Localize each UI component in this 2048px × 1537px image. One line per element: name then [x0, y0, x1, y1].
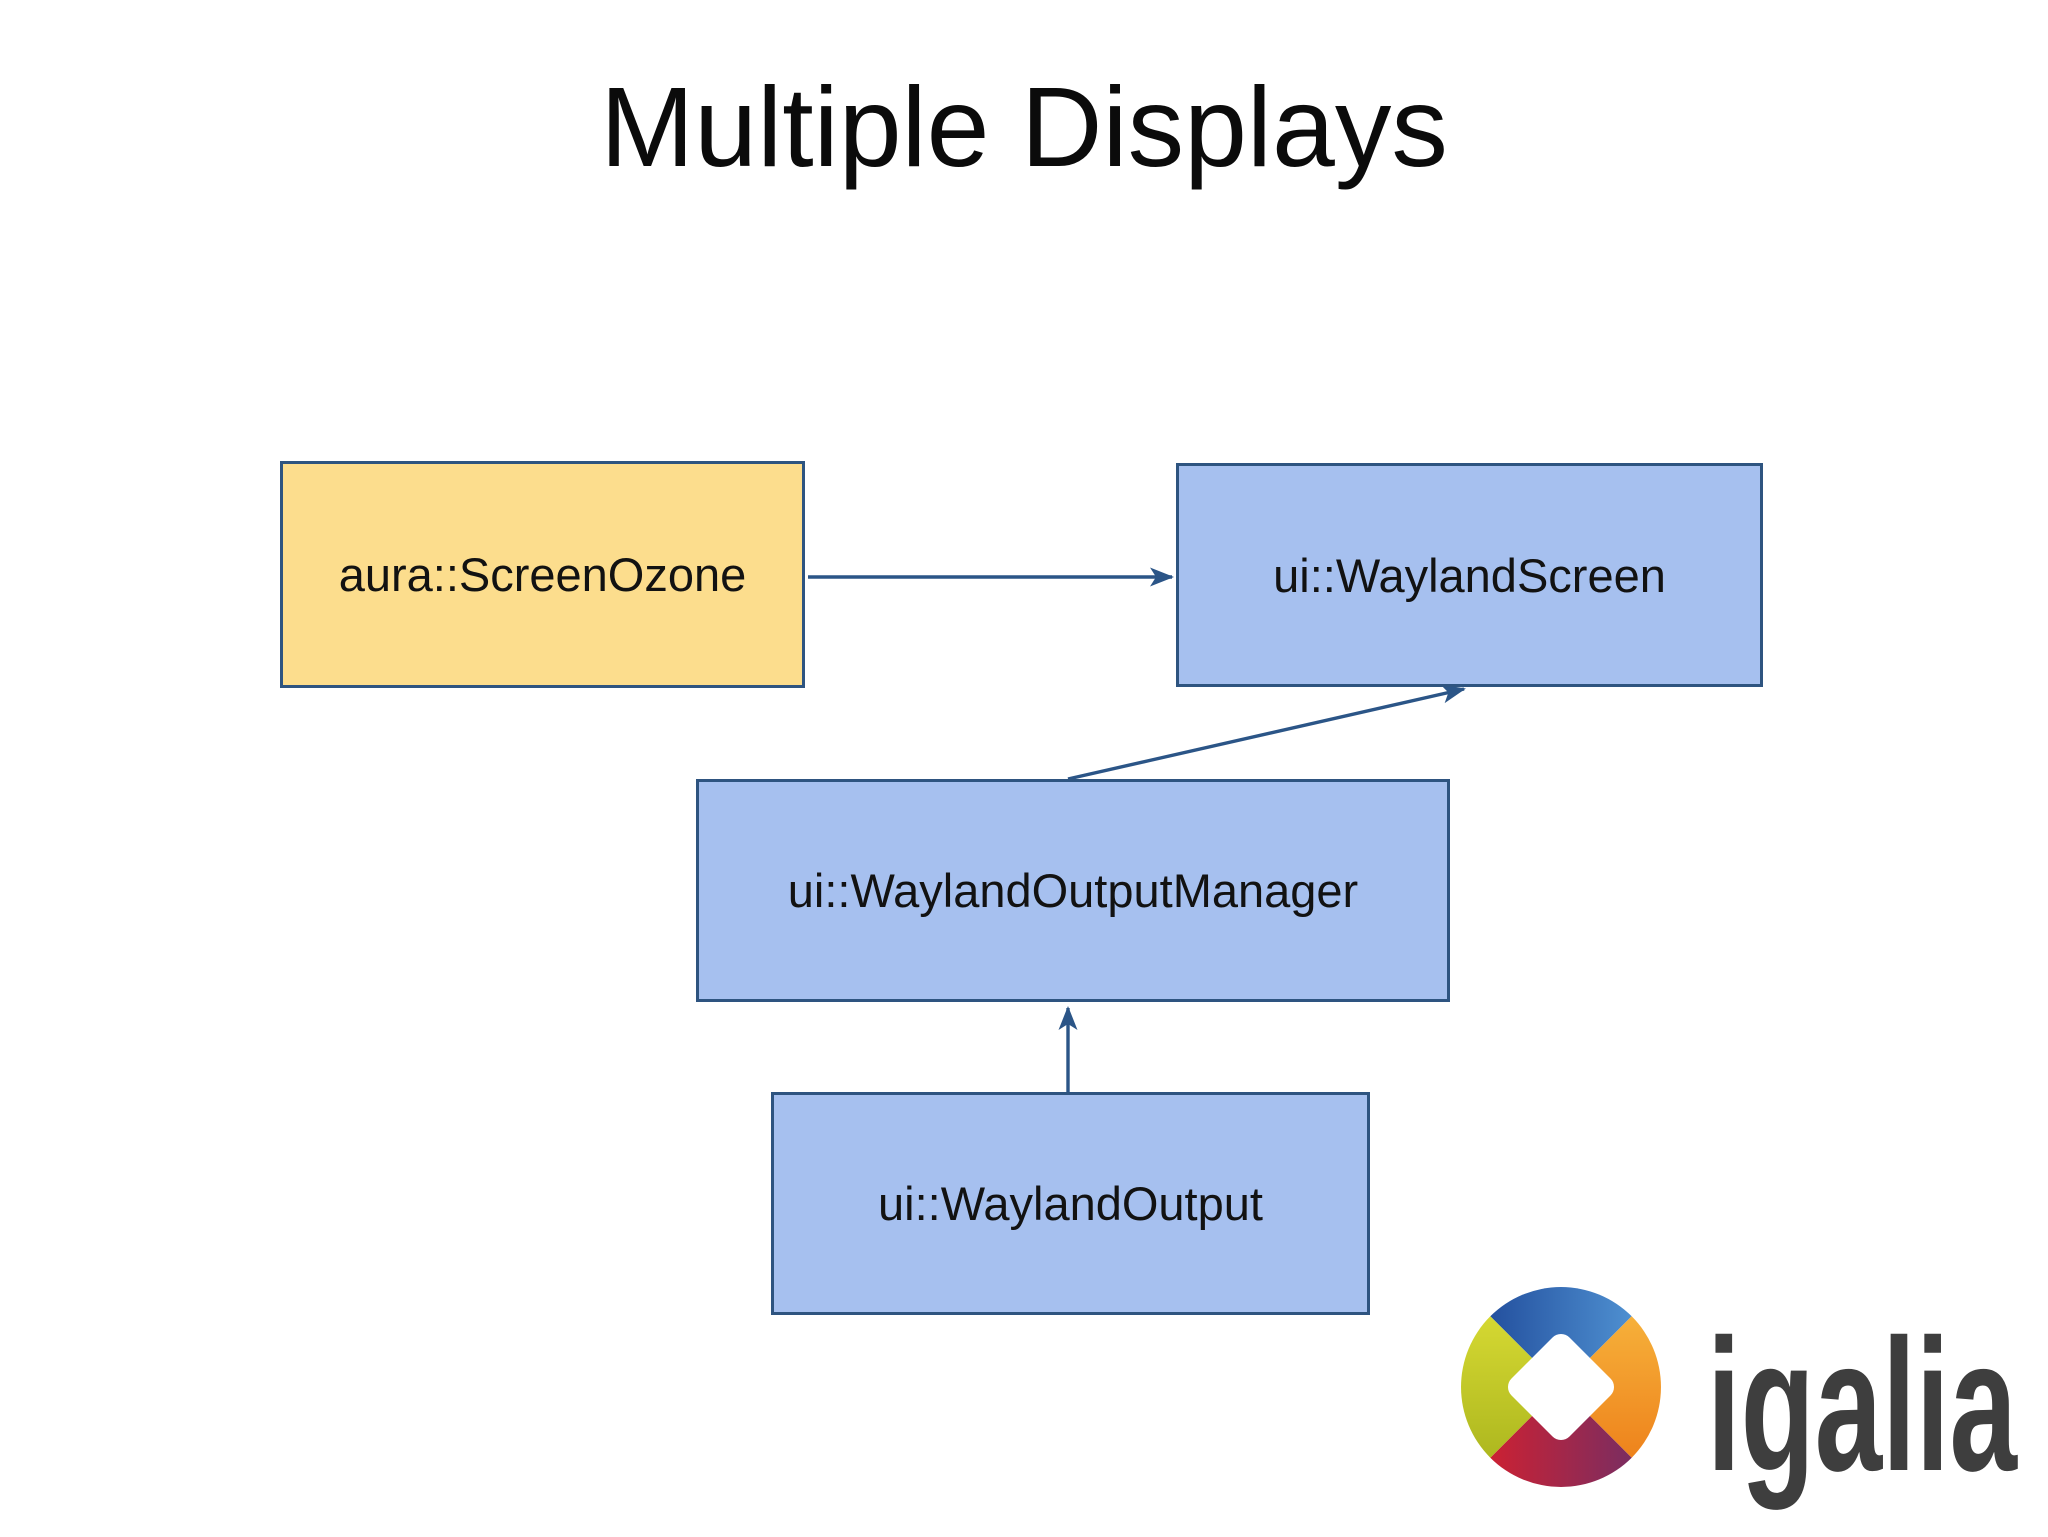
igalia-mark-icon	[1461, 1287, 1661, 1487]
node-ui-waylandoutput: ui::WaylandOutput	[771, 1092, 1370, 1315]
node-ui-waylandscreen: ui::WaylandScreen	[1176, 463, 1763, 687]
node-label: ui::WaylandOutputManager	[787, 864, 1359, 917]
igalia-logo: igalia	[1461, 1285, 2021, 1537]
page-title: Multiple Displays	[600, 64, 1448, 190]
node-label: aura::ScreenOzone	[338, 548, 747, 601]
node-aura-screenozone: aura::ScreenOzone	[280, 461, 805, 688]
node-ui-waylandoutputmanager: ui::WaylandOutputManager	[696, 779, 1450, 1002]
igalia-wordmark: igalia	[1707, 1300, 2018, 1510]
edge-outputmanager-to-waylandscreen	[1067, 684, 1466, 781]
node-label: ui::WaylandScreen	[1273, 548, 1666, 602]
node-label: ui::WaylandOutput	[878, 1177, 1263, 1230]
